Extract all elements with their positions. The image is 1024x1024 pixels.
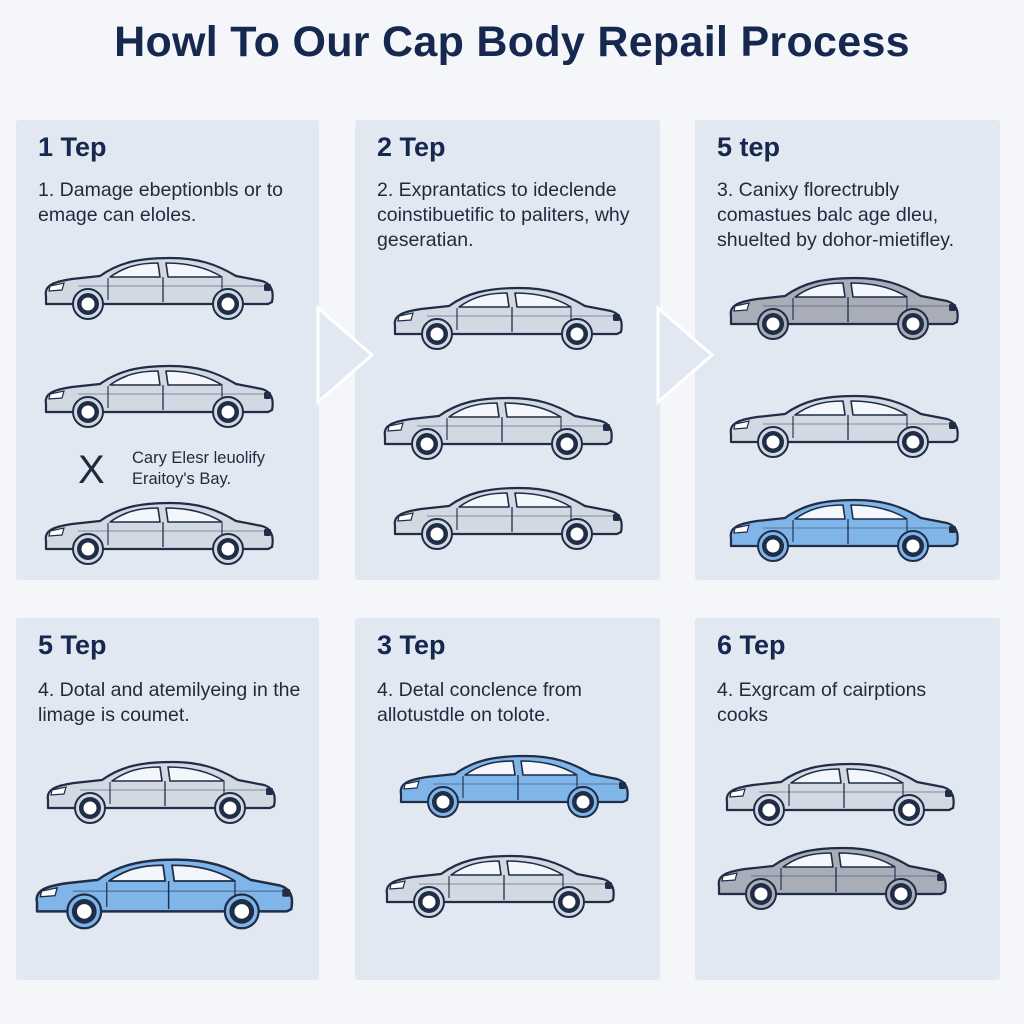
step-description: 1. Damage ebeptionbls or to emage can el… — [38, 179, 283, 226]
arrow-right-icon — [316, 304, 375, 406]
car-icon — [729, 276, 959, 340]
step-label: 6 Tep — [717, 630, 786, 660]
car-icon — [729, 498, 959, 562]
arrow-right-icon — [656, 304, 715, 406]
car-icon — [46, 760, 276, 824]
step-label: 5 tep — [717, 132, 781, 162]
car-icon — [35, 858, 294, 930]
car-icon — [717, 846, 947, 910]
step-label: 2 Tep — [377, 132, 446, 162]
step-description: 4. Dotal and atemilyeing in the limage i… — [38, 679, 301, 726]
note-text: Cary Elesr leuolify Eraitoy's Bay. — [132, 449, 265, 488]
step-panel-1: 1 Tep 1. Damage ebeptionbls or to emage … — [16, 120, 319, 580]
step-panel-5: 3 Tep 4. Detal conclence from allotustdl… — [355, 618, 660, 980]
car-icon — [393, 486, 623, 550]
step-panel-2: 2 Tep 2. Exprantatics to ideclende coins… — [355, 120, 660, 580]
car-icon — [399, 754, 629, 818]
car-icon — [729, 394, 959, 458]
step-description: 4. Exgrcam of cairptions cooks — [717, 679, 927, 726]
car-icon — [44, 256, 274, 320]
car-icon — [725, 762, 955, 826]
step-label: 5 Tep — [38, 630, 107, 660]
step-panel-4: 5 Tep 4. Dotal and atemilyeing in the li… — [16, 618, 319, 980]
step-description: 4. Detal conclence from allotustdle on t… — [377, 679, 582, 726]
step-label: 1 Tep — [38, 132, 107, 162]
step-panel-3: 5 tep 3. Canixy florectrubly comastues b… — [695, 120, 1000, 580]
car-icon — [383, 396, 613, 460]
step-description: 2. Exprantatics to ideclende coinstibuet… — [377, 179, 630, 251]
x-mark-icon: X — [78, 448, 105, 492]
car-icon — [44, 364, 274, 428]
page-title: Howl To Our Cap Body Repail Process — [114, 18, 910, 66]
car-icon — [385, 854, 615, 918]
car-icon — [44, 501, 274, 565]
step-label: 3 Tep — [377, 630, 446, 660]
step-description: 3. Canixy florectrubly comastues balc ag… — [717, 179, 955, 251]
car-icon — [393, 286, 623, 350]
step-panel-6: 6 Tep 4. Exgrcam of cairptions cooks — [695, 618, 1000, 980]
